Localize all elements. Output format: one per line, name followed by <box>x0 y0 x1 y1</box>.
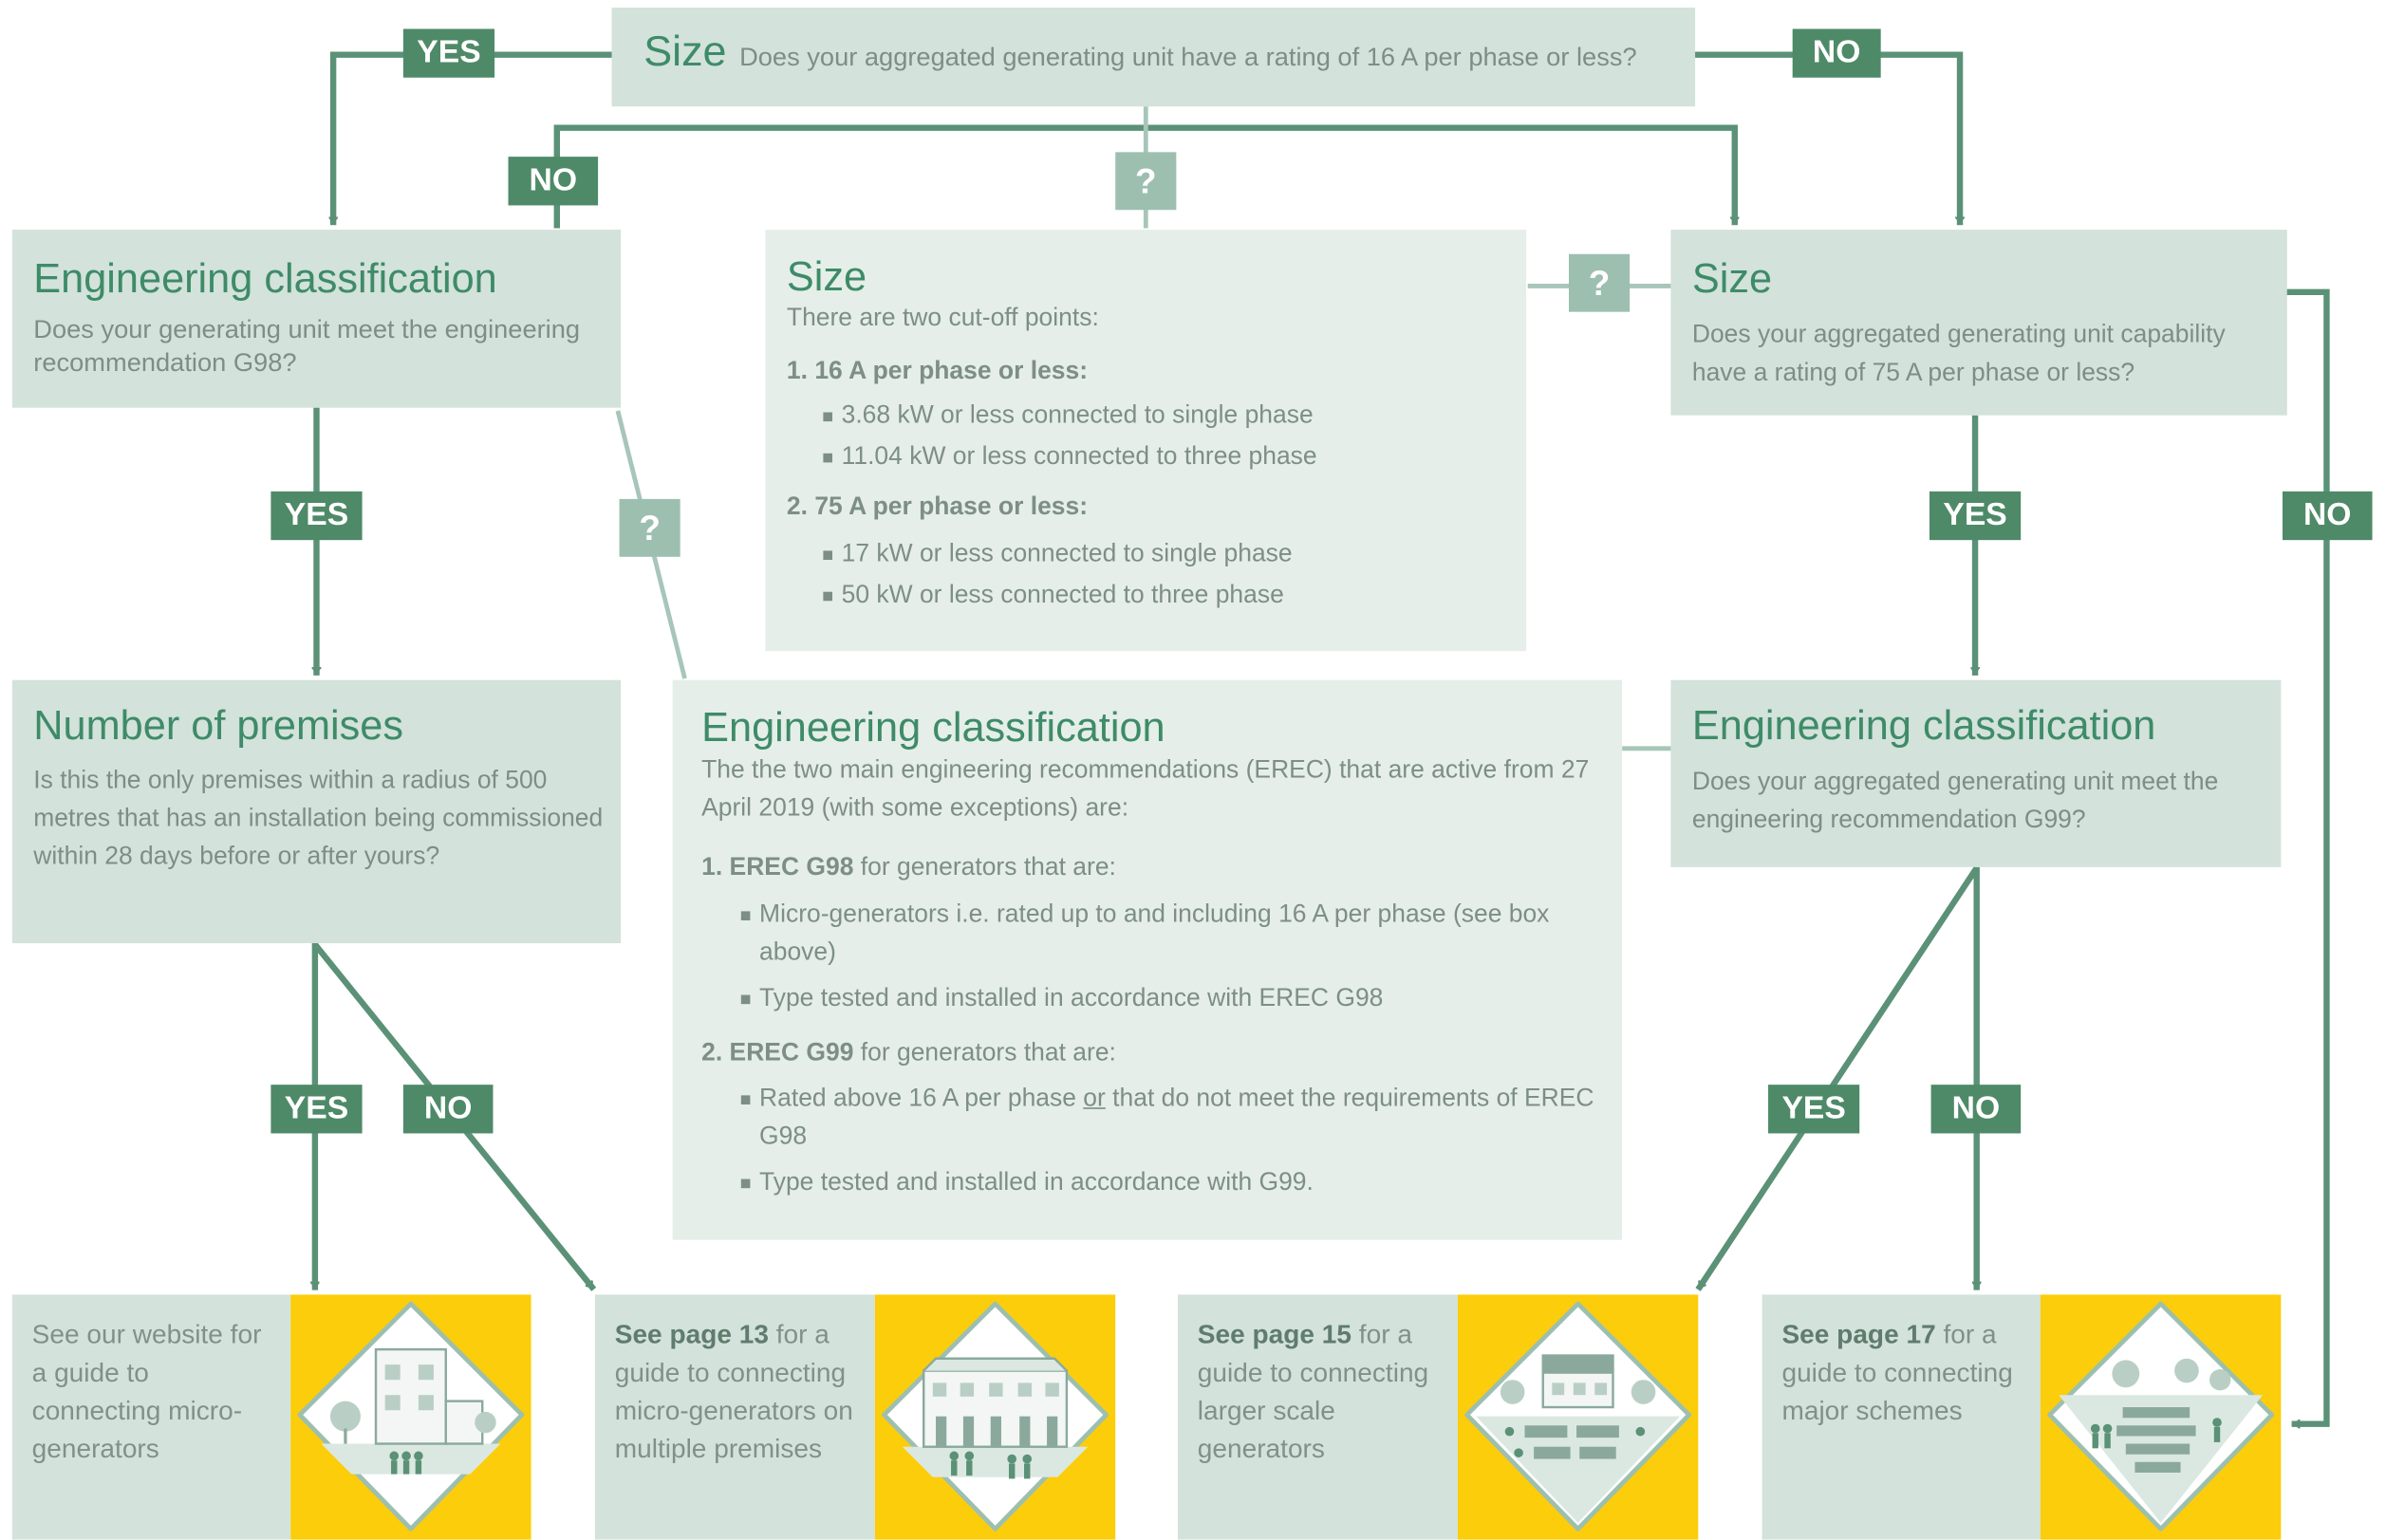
top-question-text: Does your aggregated generating unit hav… <box>739 42 1637 72</box>
premises-heading: Number of premises <box>33 702 404 749</box>
middle-size-item: 50 kW or less connected to three phase <box>787 577 1511 615</box>
arrow-top-yes <box>333 51 615 226</box>
middle-size-intro: There are two cut-off points: <box>786 304 1099 332</box>
tag-right-eng-no: NO <box>1930 1085 2022 1134</box>
outcome-page-15[interactable]: See page 15 for a guide to connecting la… <box>1177 1294 1458 1540</box>
outcome-text: See page 17 for a guide to connecting ma… <box>1781 1319 2013 1426</box>
right-size-text: Does your aggregated generating unit cap… <box>1691 321 2226 387</box>
middle-size-box: Size There are two cut-off points: 1. 16… <box>765 230 1527 652</box>
left-eng-text: Does your generating unit meet the engin… <box>33 314 581 378</box>
tag-left-question: ? <box>619 498 680 557</box>
right-eng-heading: Engineering classification <box>1691 702 2156 749</box>
middle-eng-item: Rated above 16 A per phase or that do no… <box>701 1080 1601 1156</box>
right-size-heading: Size <box>1691 255 1773 302</box>
illustration-larger-scale <box>1457 1294 1699 1540</box>
right-size-box: Size Does your aggregated generating uni… <box>1670 230 2287 416</box>
tag-top-yes: YES <box>402 28 495 78</box>
middle-eng-item: Micro-generators i.e. rated up to and in… <box>701 896 1601 972</box>
tag-mid-no: NO <box>508 157 599 206</box>
left-eng-box: Engineering classification Does your gen… <box>11 230 622 408</box>
middle-size-item: 3.68 kW or less connected to single phas… <box>787 397 1511 435</box>
tag-right-yes: YES <box>1929 491 2022 541</box>
tag-top-no: NO <box>1792 28 1881 78</box>
tag-premises-no: NO <box>402 1085 494 1134</box>
right-eng-text: Does your aggregated generating unit mee… <box>1691 768 2219 834</box>
middle-size-item: 17 kW or less connected to single phase <box>787 535 1511 573</box>
middle-size-heading: Size <box>786 253 867 300</box>
illustration-single-house <box>290 1294 531 1540</box>
arrow-top-no <box>1688 51 1960 226</box>
middle-size-item: 11.04 kW or less connected to three phas… <box>787 438 1511 476</box>
middle-size-point2: 2. 75 A per phase or less: <box>786 492 1089 521</box>
top-question-heading: Size <box>643 27 727 75</box>
tag-far-right-no: NO <box>2282 491 2373 541</box>
middle-eng-item: Type tested and installed in accordance … <box>701 980 1601 1018</box>
right-eng-box: Engineering classification Does your agg… <box>1670 679 2282 867</box>
tag-left-yes: YES <box>270 491 363 541</box>
outcome-text: See page 13 for a guide to connecting mi… <box>614 1319 853 1464</box>
illustration-major-schemes <box>2041 1294 2282 1540</box>
tag-top-question: ? <box>1115 152 1177 211</box>
outcome-text: See page 15 for a guide to connecting la… <box>1197 1319 1429 1464</box>
terrace-illustration-icon <box>882 1301 1109 1531</box>
middle-eng-heading: Engineering classification <box>701 704 1165 751</box>
middle-size-point1: 1. 16 A per phase or less: <box>786 357 1089 385</box>
middle-eng-box: Engineering classification The the two m… <box>672 679 1623 1240</box>
top-question-box: Size Does your aggregated generating uni… <box>611 8 1696 107</box>
outcome-text: See our website for a guide to connectin… <box>31 1319 262 1464</box>
arrow-right-eng-yes <box>1695 865 1980 1291</box>
tag-premises-yes: YES <box>270 1085 363 1134</box>
tag-right-eng-yes: YES <box>1768 1085 1860 1134</box>
arrow-far-right-no <box>2283 288 2330 1424</box>
major-schemes-illustration-icon <box>2047 1301 2275 1531</box>
left-eng-heading: Engineering classification <box>33 255 497 302</box>
outcome-micro-generators[interactable]: See our website for a guide to connectin… <box>11 1294 291 1540</box>
tag-size-question: ? <box>1569 253 1631 312</box>
middle-eng-g98-line: 1. EREC G98 for generators that are: <box>701 853 1116 881</box>
middle-eng-item: Type tested and installed in accordance … <box>701 1164 1601 1202</box>
middle-eng-intro: The the two main engineering recommendat… <box>701 755 1590 822</box>
premises-text: Is this the only premises within a radiu… <box>33 767 604 871</box>
middle-eng-g99-line: 2. EREC G99 for generators that are: <box>701 1039 1116 1067</box>
house-illustration-icon <box>297 1301 525 1531</box>
outcome-page-17[interactable]: See page 17 for a guide to connecting ma… <box>1762 1294 2041 1540</box>
larger-scale-illustration-icon <box>1464 1301 1692 1531</box>
outcome-page-13[interactable]: See page 13 for a guide to connecting mi… <box>594 1294 875 1540</box>
premises-box: Number of premises Is this the only prem… <box>11 679 622 944</box>
illustration-terrace <box>874 1294 1116 1540</box>
